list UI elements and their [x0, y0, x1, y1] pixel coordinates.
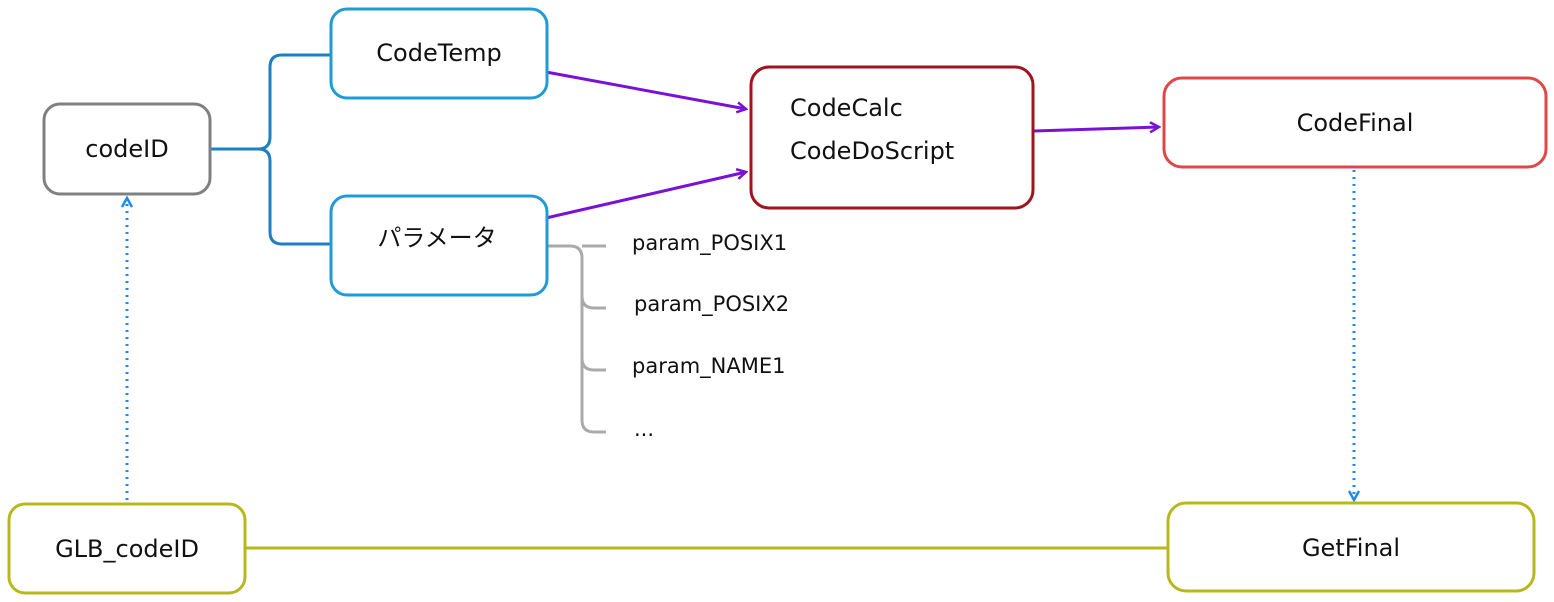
node-parameter: パラメータ [329, 194, 549, 297]
node-glb-codeid: GLB_codeID [7, 502, 247, 595]
codeid-branch-connector-lower [257, 147, 332, 246]
node-codeid: codeID [42, 102, 212, 196]
node-codeid-label: codeID [85, 135, 168, 163]
codeid-branch-connector [210, 53, 332, 151]
node-codecalc-label-2: CodeDoScript [790, 137, 954, 165]
node-glb-codeid-label: GLB_codeID [55, 535, 199, 563]
param-item-3: param_NAME1 [632, 354, 785, 379]
node-codefinal: CodeFinal [1162, 76, 1548, 169]
param-tick-2 [580, 295, 606, 310]
param-item-1: param_POSIX1 [632, 231, 787, 256]
codecalc-to-codefinal-arrow [1033, 127, 1159, 131]
node-getfinal-label: GetFinal [1302, 534, 1400, 562]
codetemp-to-codecalc-arrow [545, 70, 746, 109]
param-item-4: ... [634, 417, 654, 441]
param-tick-3 [580, 357, 606, 372]
parameter-to-codecalc-arrow [545, 172, 746, 220]
param-list-bracket [548, 244, 606, 434]
node-parameter-label: パラメータ [377, 224, 496, 252]
node-codetemp-label: CodeTemp [376, 39, 501, 67]
node-codecalc-label-1: CodeCalc [790, 94, 903, 122]
node-codetemp: CodeTemp [329, 7, 549, 100]
node-codecalc: CodeCalc CodeDoScript [749, 65, 1035, 210]
param-item-2: param_POSIX2 [634, 292, 789, 317]
node-getfinal: GetFinal [1166, 501, 1536, 593]
node-codefinal-label: CodeFinal [1297, 109, 1414, 137]
